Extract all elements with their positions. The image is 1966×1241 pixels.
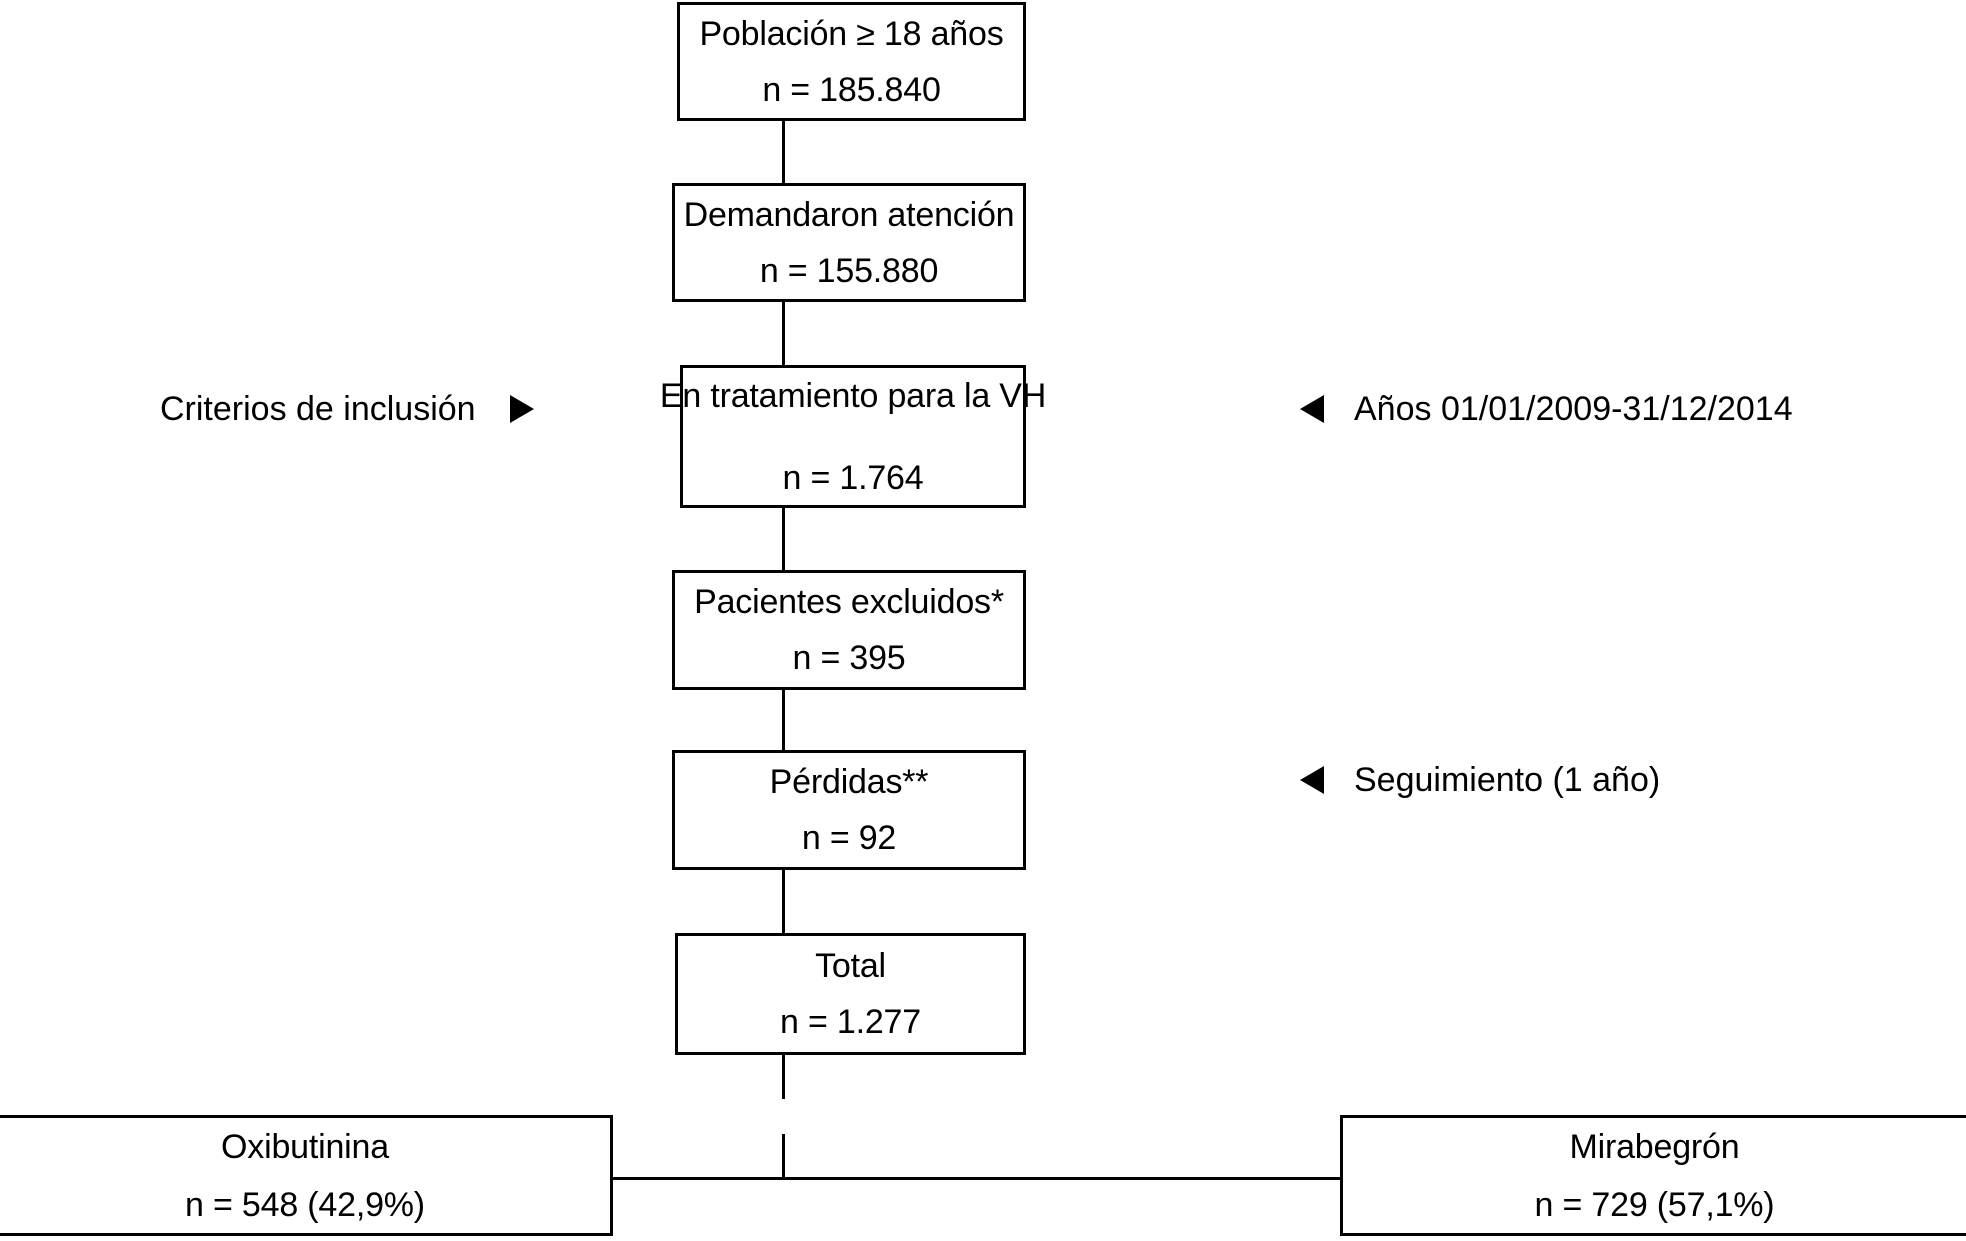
connector-perdidas-total	[782, 868, 785, 935]
node-perdidas: Pérdidas** n = 92	[672, 750, 1026, 870]
node-perdidas-count: n = 92	[801, 819, 897, 857]
node-oxibutinina-count: n = 548 (42,9%)	[185, 1185, 425, 1224]
node-pacientes-excluidos: Pacientes excluidos* n = 395	[672, 570, 1026, 690]
annotation-criterios-de-inclusion: Criterios de inclusión	[160, 392, 534, 426]
triangle-right-icon	[509, 395, 534, 423]
annotation-seguimiento: Seguimiento (1 año)	[1300, 763, 1660, 797]
node-total-count: n = 1.277	[780, 1003, 921, 1041]
node-demandaron-count: n = 155.880	[759, 251, 939, 290]
annotation-anios-label: Años 01/01/2009-31/12/2014	[1354, 390, 1793, 428]
node-poblacion-title: Población ≥ 18 años	[699, 14, 1004, 53]
annotation-anios-rango: Años 01/01/2009-31/12/2014	[1300, 392, 1793, 426]
node-mirabegron: Mirabegrón n = 729 (57,1%)	[1340, 1115, 1966, 1236]
connector-tratamiento-excluidos	[782, 506, 785, 572]
connector-total-split-upper	[782, 1053, 785, 1099]
connector-split-horizontal	[610, 1177, 1343, 1180]
node-en-tratamiento-vh: En tratamiento para la VH n = 1.764	[660, 365, 1046, 508]
node-poblacion-count: n = 185.840	[762, 70, 941, 109]
node-tratamiento-title: En tratamiento para la VH	[659, 376, 1047, 415]
node-excluidos-count: n = 395	[792, 639, 906, 677]
connector-poblacion-demandaron	[782, 119, 785, 185]
triangle-left-icon-seguimiento	[1300, 766, 1324, 794]
annotation-criterios-label: Criterios de inclusión	[160, 390, 476, 428]
annotation-seguimiento-label: Seguimiento (1 año)	[1354, 761, 1661, 799]
node-demandaron-title: Demandaron atención	[683, 195, 1015, 234]
node-total-title: Total	[815, 947, 886, 985]
node-oxibutinina-title: Oxibutinina	[221, 1127, 389, 1166]
node-perdidas-title: Pérdidas**	[769, 763, 929, 801]
node-excluidos-title: Pacientes excluidos*	[694, 583, 1004, 621]
node-tratamiento-count: n = 1.764	[782, 458, 924, 497]
node-oxibutinina: Oxibutinina n = 548 (42,9%)	[0, 1115, 613, 1236]
node-mirabegron-title: Mirabegrón	[1569, 1127, 1740, 1166]
node-mirabegron-count: n = 729 (57,1%)	[1534, 1185, 1775, 1224]
connector-excluidos-perdidas	[782, 688, 785, 752]
node-total: Total n = 1.277	[675, 933, 1026, 1055]
triangle-left-icon	[1300, 395, 1324, 423]
node-poblacion: Población ≥ 18 años n = 185.840	[677, 2, 1026, 121]
node-demandaron-atencion: Demandaron atención n = 155.880	[672, 183, 1026, 302]
connector-total-split-lower	[782, 1134, 785, 1179]
connector-demandaron-tratamiento	[782, 300, 785, 367]
